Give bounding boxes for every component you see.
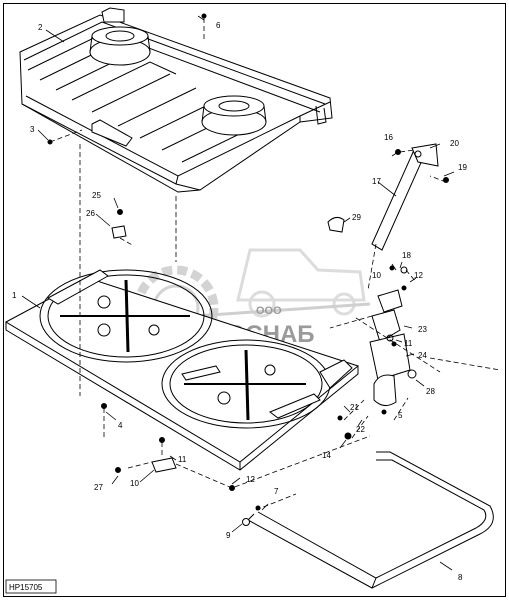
callout-29: 29 <box>352 213 361 222</box>
leader-lines <box>21 15 455 571</box>
fasteners <box>47 13 449 526</box>
callout-5: 5 <box>398 411 403 420</box>
handle-bar <box>247 451 494 589</box>
callout-8: 8 <box>458 573 463 582</box>
callout-7: 7 <box>274 487 279 496</box>
callout-4: 4 <box>118 421 123 430</box>
callout-6: 6 <box>216 21 221 30</box>
callout-17: 17 <box>372 177 381 186</box>
callout-11a: 11 <box>178 455 187 464</box>
callout-2: 2 <box>38 23 43 32</box>
base-plate <box>4 269 360 471</box>
callout-10a: 10 <box>130 479 139 488</box>
callout-18: 18 <box>402 251 411 260</box>
callout-11b: 11 <box>404 339 413 348</box>
assembly-lines <box>49 18 501 511</box>
callout-19: 19 <box>458 163 467 172</box>
callout-numbers: 1 2 3 4 5 6 7 8 9 10 10 11 11 12 12 14 1… <box>12 21 467 582</box>
callout-10b: 10 <box>372 271 381 280</box>
callout-23: 23 <box>418 325 427 334</box>
figure-id: HP15705 <box>9 583 43 592</box>
callout-1: 1 <box>12 291 17 300</box>
callout-12b: 12 <box>414 271 423 280</box>
callout-9: 9 <box>226 531 231 540</box>
callout-24: 24 <box>418 351 427 360</box>
callout-27: 27 <box>94 483 103 492</box>
figure-id-box <box>5 579 57 594</box>
callout-26: 26 <box>86 209 95 218</box>
callout-25: 25 <box>92 191 101 200</box>
callout-22: 22 <box>356 425 365 434</box>
callout-12a: 12 <box>246 475 255 484</box>
callout-21: 21 <box>350 403 359 412</box>
lift-linkage <box>327 143 439 406</box>
callout-3: 3 <box>30 125 35 134</box>
watermark-small-text: ООО <box>256 305 282 317</box>
callout-16: 16 <box>384 133 393 142</box>
callout-20: 20 <box>450 139 459 148</box>
callout-28: 28 <box>426 387 435 396</box>
deck-cover <box>19 7 333 193</box>
diagram-border <box>3 3 506 597</box>
callout-14: 14 <box>322 451 331 460</box>
